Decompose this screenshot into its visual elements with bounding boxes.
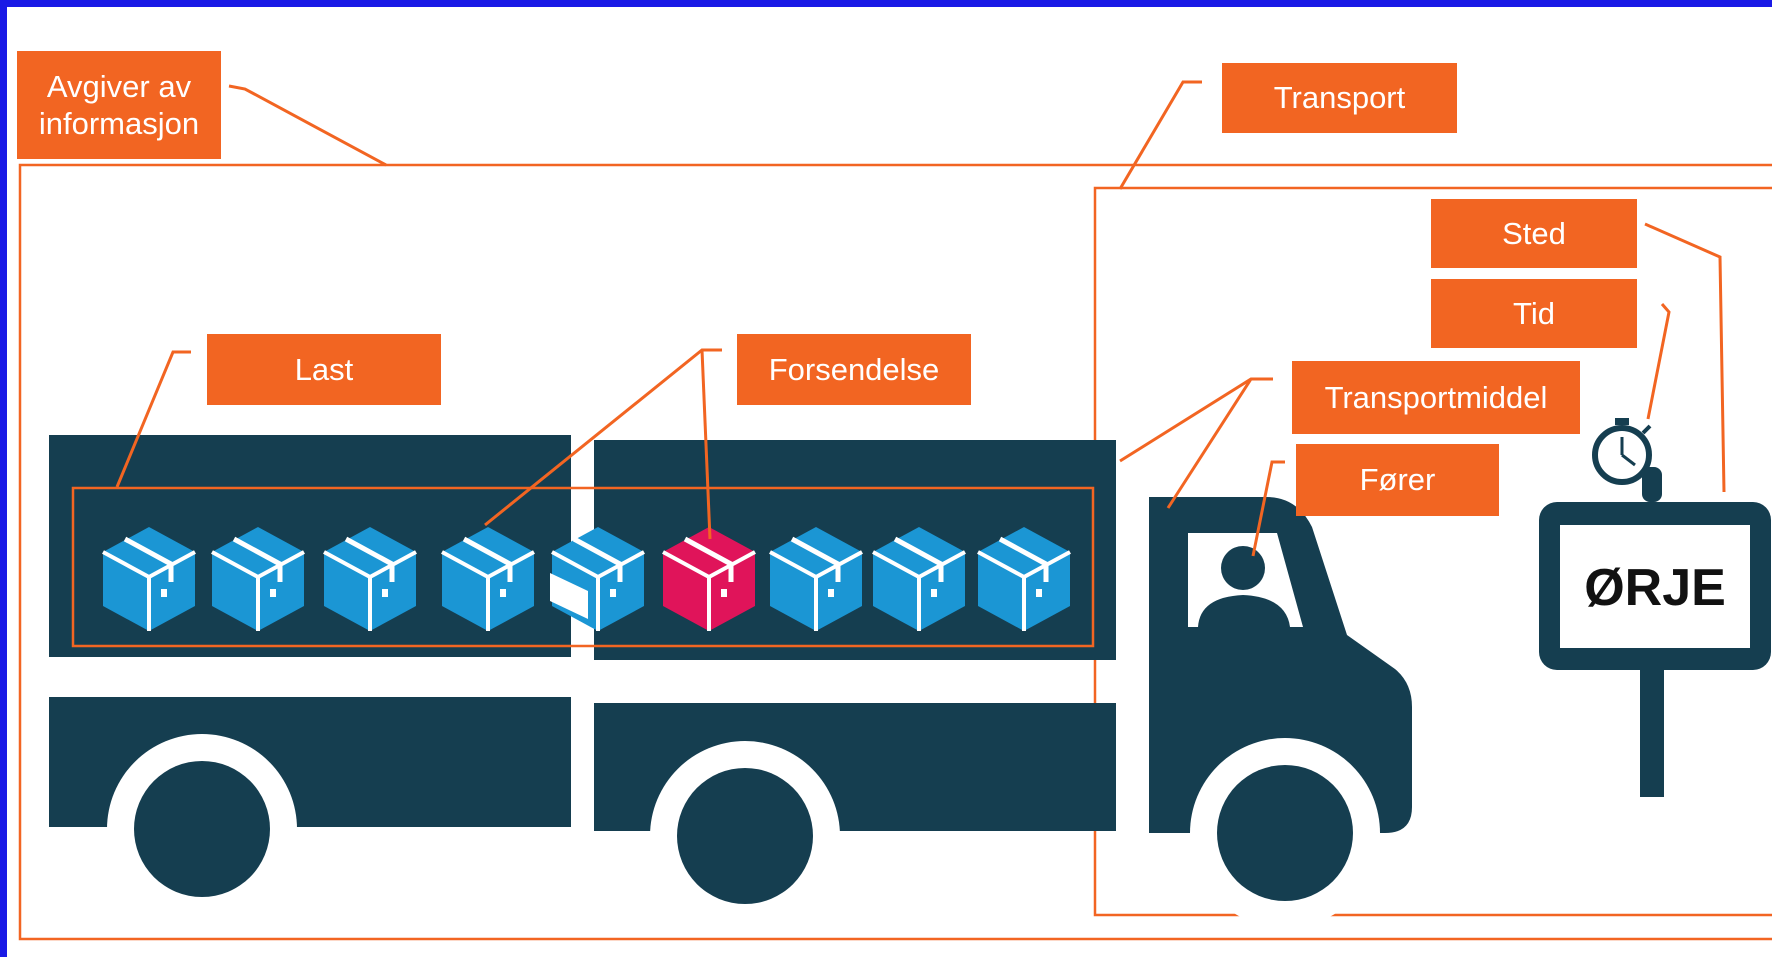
diagram-canvas: ØRJE Avgiver av informasjon Transport La… bbox=[7, 7, 1772, 957]
label-transport: Transport bbox=[1222, 63, 1457, 133]
package-icon bbox=[977, 527, 1071, 631]
wheel-middle bbox=[650, 741, 840, 931]
label-transportmiddel: Transportmiddel bbox=[1292, 361, 1580, 434]
label-avgiver: Avgiver av informasjon bbox=[17, 51, 221, 159]
package-group bbox=[102, 527, 1071, 631]
package-icon-highlighted bbox=[662, 527, 756, 631]
transportmiddel-leader-a bbox=[1119, 377, 1273, 463]
package-icon bbox=[211, 527, 305, 631]
sted-leader bbox=[1644, 222, 1726, 493]
wheel-rear bbox=[107, 734, 297, 924]
sign-text: ØRJE bbox=[1584, 559, 1726, 617]
label-forsendelse: Forsendelse bbox=[737, 334, 971, 405]
signpost-icon: ØRJE bbox=[1539, 467, 1771, 797]
package-icon bbox=[441, 527, 535, 631]
package-icon bbox=[872, 527, 966, 631]
transportmiddel-leader-b bbox=[1166, 378, 1253, 509]
tid-leader bbox=[1646, 303, 1671, 420]
label-sted: Sted bbox=[1431, 199, 1637, 268]
driver-icon bbox=[1198, 546, 1290, 627]
avgiver-frame bbox=[18, 163, 1772, 941]
package-icon bbox=[102, 527, 196, 631]
package-icon bbox=[550, 527, 645, 631]
truck-diagram: ØRJE bbox=[18, 80, 1772, 941]
package-icon bbox=[769, 527, 863, 631]
wheel-front bbox=[1190, 738, 1380, 928]
transport-leader bbox=[1118, 80, 1202, 190]
package-icon bbox=[323, 527, 417, 631]
last-outline bbox=[71, 486, 1095, 648]
label-last: Last bbox=[207, 334, 441, 405]
forsendelse-leader-b bbox=[700, 349, 712, 540]
forer-leader bbox=[1251, 460, 1285, 557]
label-forer: Fører bbox=[1296, 444, 1499, 516]
stopwatch-icon bbox=[1592, 418, 1652, 485]
label-tid: Tid bbox=[1431, 279, 1637, 348]
last-leader bbox=[115, 350, 191, 488]
leader-lines bbox=[115, 80, 1726, 557]
avgiver-leader bbox=[228, 84, 387, 167]
